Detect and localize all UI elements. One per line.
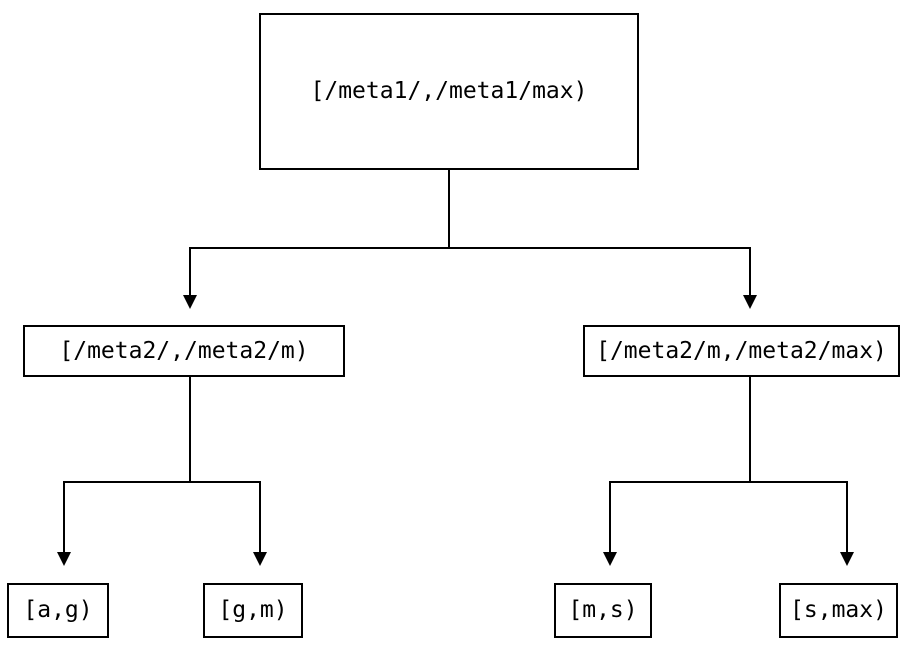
node-label: [a,g): [23, 597, 93, 623]
node-label: [/meta1/,/meta1/max): [310, 78, 588, 104]
leaf-node-a-g: [a,g): [7, 583, 109, 638]
node-label: [/meta2/m,/meta2/max): [596, 337, 887, 364]
arrowhead-down-icon: [840, 552, 854, 566]
node-root-range: [/meta1/,/meta1/max): [259, 13, 639, 170]
arrowhead-down-icon: [603, 552, 617, 566]
node-meta2-left-range: [/meta2/,/meta2/m): [23, 325, 345, 377]
leaf-node-s-max: [s,max): [779, 583, 898, 638]
arrowhead-down-icon: [743, 295, 757, 309]
node-meta2-right-range: [/meta2/m,/meta2/max): [583, 325, 900, 377]
node-label: [g,m): [218, 597, 288, 623]
arrowhead-down-icon: [183, 295, 197, 309]
node-label: [/meta2/,/meta2/m): [59, 337, 309, 364]
arrowhead-down-icon: [57, 552, 71, 566]
arrowhead-down-icon: [253, 552, 267, 566]
leaf-node-m-s: [m,s): [554, 583, 652, 638]
leaf-node-g-m: [g,m): [203, 583, 303, 638]
node-label: [s,max): [790, 597, 887, 623]
node-label: [m,s): [568, 597, 638, 623]
